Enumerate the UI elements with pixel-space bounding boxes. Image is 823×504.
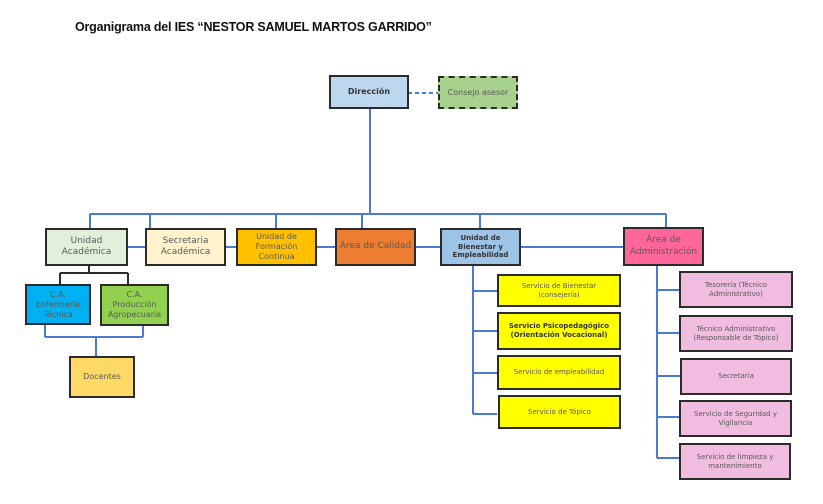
node-consejo-asesor: Consejo asesor — [438, 76, 518, 109]
node-area-administracion: Área de Administración — [623, 227, 704, 266]
node-area-calidad: Área de Calidad — [335, 228, 416, 266]
service-secretaria: Secretaria — [680, 358, 792, 395]
node-label: C.A. Enfermería Técnica — [35, 289, 81, 319]
node-label: C.A. Producción Agropecuaria — [107, 290, 162, 319]
node-label: Dirección — [347, 87, 391, 96]
node-ca-produccion: C.A. Producción Agropecuaria — [100, 284, 169, 326]
service-label: Tesorería (Técnico Administrativo) — [704, 280, 768, 298]
service-empleabilidad: Servicio de empleabilidad — [497, 355, 621, 390]
node-label: Unidad Académica — [61, 235, 112, 257]
service-label: Servicio de empleabilidad — [513, 368, 605, 377]
node-label: Secretaria Académica — [160, 235, 211, 257]
node-label: Área de Administración — [629, 235, 698, 257]
node-label: Unidad de Formación Continua — [255, 232, 298, 261]
node-label: Unidad de Bienestar y Empleabilidad — [452, 233, 509, 260]
node-label: Docentes — [83, 372, 121, 381]
node-secretaria-academica: Secretaria Académica — [145, 228, 226, 266]
service-tesoreria: Tesorería (Técnico Administrativo) — [679, 271, 793, 308]
node-unidad-bienestar: Unidad de Bienestar y Empleabilidad — [440, 228, 521, 266]
service-seguridad: Servicio de Seguridad y Vigilancia — [679, 400, 792, 437]
service-label: Servicio Psicopedagógico (Orientación Vo… — [508, 322, 610, 339]
node-unidad-formacion-continua: Unidad de Formación Continua — [236, 228, 317, 266]
service-label: Servicio de Seguridad y Vigilancia — [694, 409, 777, 427]
service-label: Secretaria — [718, 372, 754, 381]
node-ca-enfermeria: C.A. Enfermería Técnica — [25, 284, 91, 325]
node-docentes: Docentes — [69, 356, 135, 398]
service-limpieza: Servicio de limpieza y mantenimiento — [679, 443, 791, 480]
service-label: Técnico Administrativo (Responsable de T… — [693, 324, 779, 342]
service-label: Servicio de limpieza y mantenimiento — [696, 452, 774, 470]
service-psicopedagogico: Servicio Psicopedagógico (Orientación Vo… — [497, 312, 621, 350]
service-bienestar: Servicio de Bienestar (consejería) — [497, 274, 621, 307]
node-label: Área de Calidad — [339, 241, 412, 252]
service-label: Servicio de Bienestar (consejería) — [521, 281, 597, 299]
service-label: Servicio de Tópico — [528, 407, 591, 416]
service-tecnico-administrativo: Técnico Administrativo (Responsable de T… — [679, 315, 793, 352]
service-topico: Servicio de Tópico — [498, 395, 621, 429]
node-unidad-academica: Unidad Académica — [45, 228, 128, 266]
chart-title: Organigrama del IES “NESTOR SAMUEL MARTO… — [75, 20, 432, 34]
node-label: Consejo asesor — [447, 87, 509, 97]
node-direccion: Dirección — [329, 75, 409, 109]
